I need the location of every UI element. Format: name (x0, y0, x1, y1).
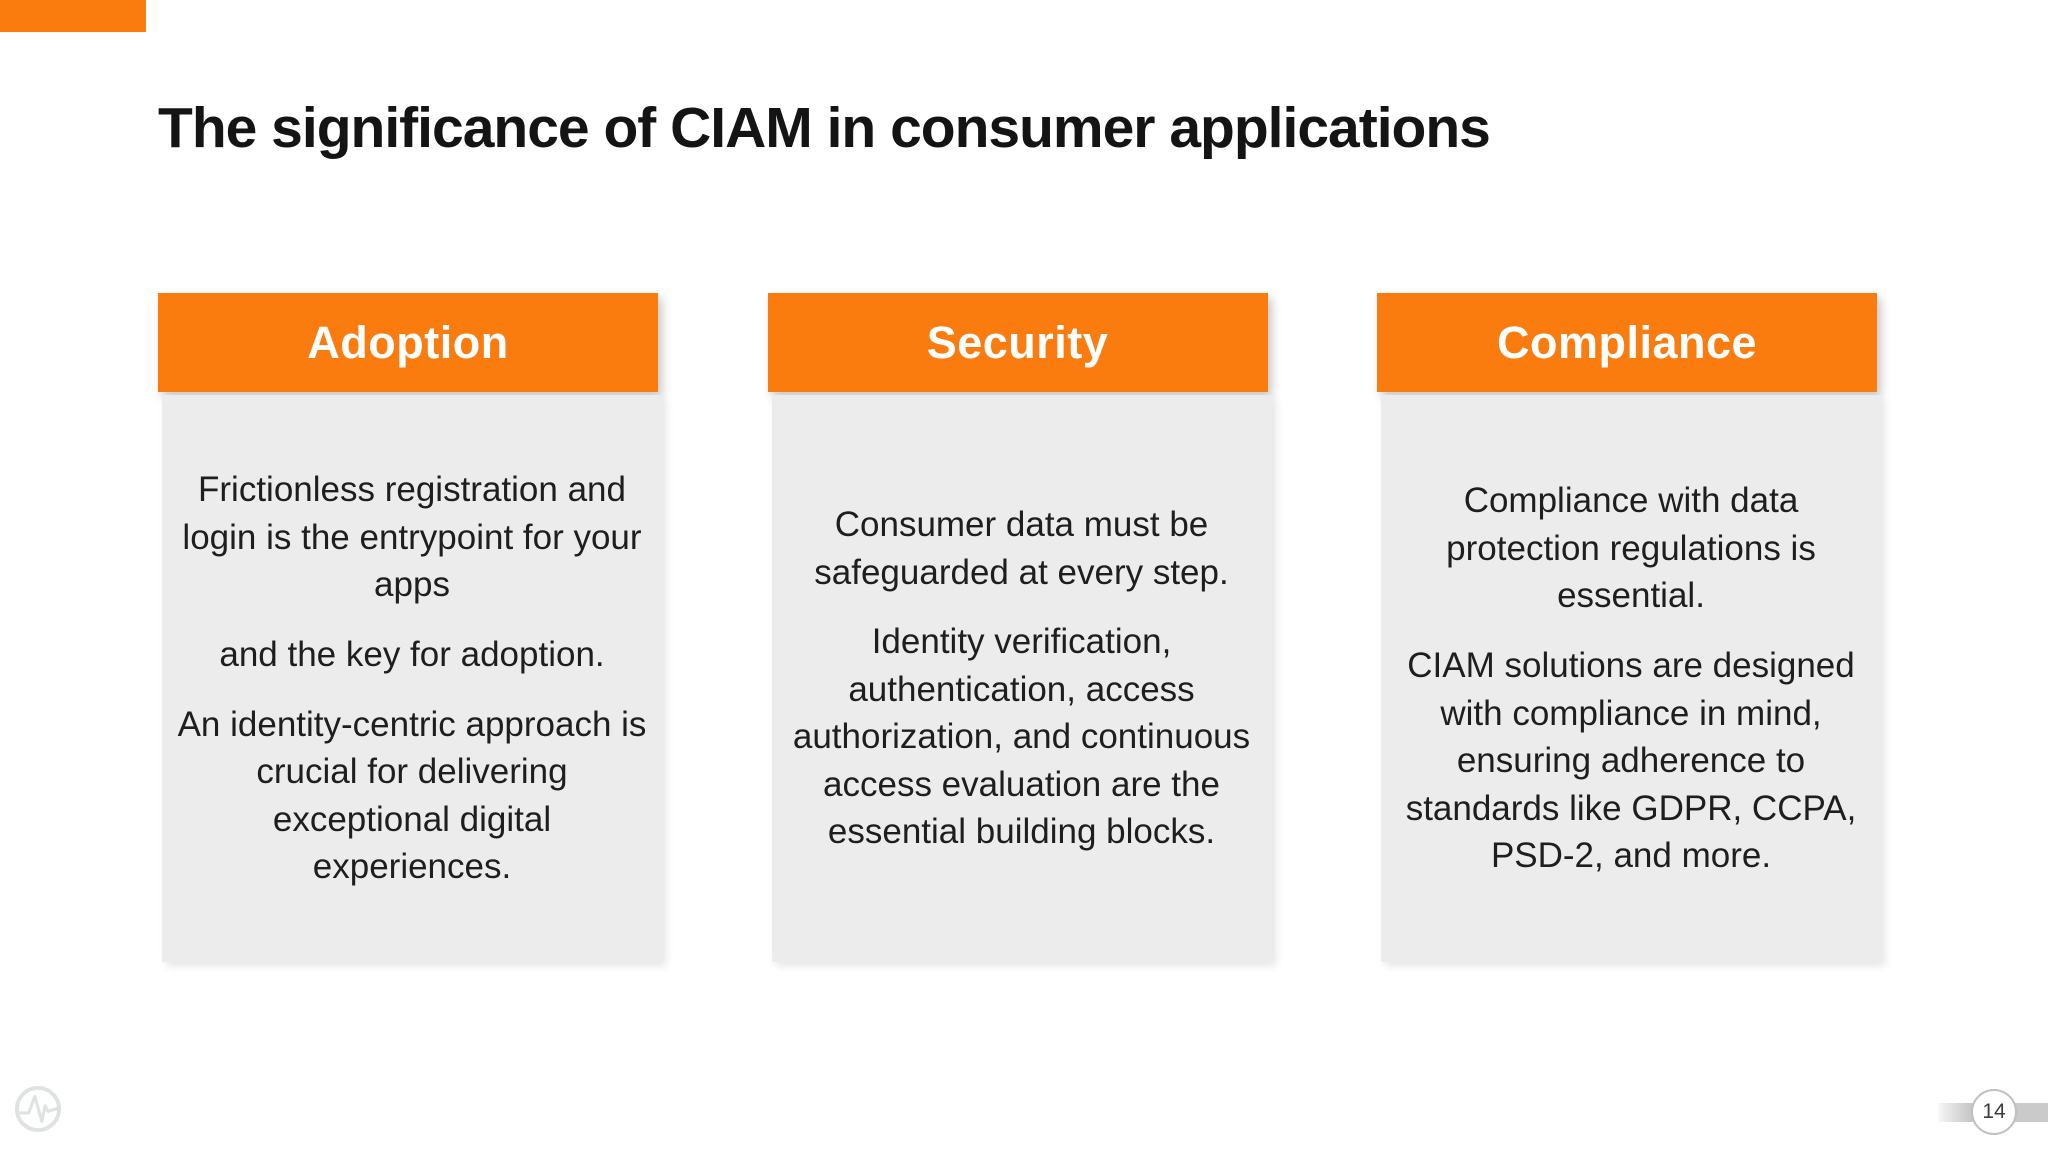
card-title: Adoption (307, 316, 509, 368)
page-indicator: 14 (1938, 1089, 2048, 1135)
card-compliance: Compliance Compliance with data protecti… (1377, 293, 1881, 962)
card-body: Compliance with data protection regulati… (1381, 395, 1881, 962)
card-paragraph: Identity verification, authentication, a… (792, 622, 1251, 852)
card-paragraph: and the key for adoption. (219, 634, 605, 674)
pulse-logo-icon (13, 1084, 63, 1134)
cards-row: Adoption Frictionless registration and l… (158, 293, 1881, 962)
card-paragraph: Frictionless registration and login is t… (182, 470, 642, 605)
accent-block (0, 0, 146, 32)
slide-title: The significance of CIAM in consumer app… (158, 96, 1491, 160)
card-security: Security Consumer data must be safeguard… (767, 293, 1272, 962)
page-number: 14 (1982, 1100, 2006, 1123)
card-paragraph: An identity-centric approach is crucial … (177, 704, 647, 887)
card-header: Adoption (158, 293, 658, 392)
card-title: Compliance (1496, 316, 1758, 368)
card-body: Frictionless registration and login is t… (162, 395, 662, 962)
card-paragraph: Consumer data must be safeguarded at eve… (814, 504, 1229, 592)
card-paragraph: Compliance with data protection regulati… (1446, 481, 1816, 616)
card-adoption: Adoption Frictionless registration and l… (158, 293, 662, 962)
card-header: Compliance (1377, 293, 1877, 392)
page-number-badge: 14 (1971, 1089, 2017, 1135)
card-body: Consumer data must be safeguarded at eve… (771, 395, 1272, 962)
card-header: Security (767, 293, 1268, 392)
card-paragraph: CIAM solutions are designed with complia… (1405, 645, 1857, 876)
card-title: Security (926, 316, 1109, 368)
